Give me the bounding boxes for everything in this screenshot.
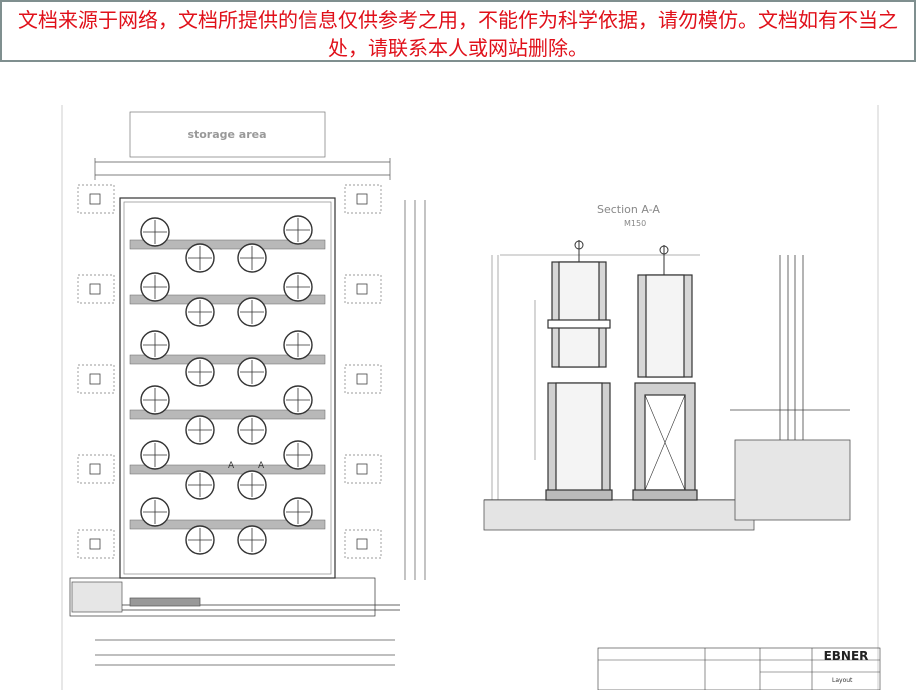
section-mark-right: A	[258, 461, 265, 471]
disclaimer-banner: 文档来源于网络，文档所提供的信息仅供参考之用，不能作为科学依据，请勿模仿。文档如…	[0, 0, 916, 62]
section-scale: M150	[624, 219, 646, 228]
title-block-drawing-name: Layout	[832, 677, 853, 684]
section-mark-left: A	[228, 461, 235, 471]
disclaimer-text: 文档来源于网络，文档所提供的信息仅供参考之用，不能作为科学依据，请勿模仿。文档如…	[18, 8, 898, 60]
storage-area-box	[129, 111, 326, 158]
layout-drawing: storage area A A Section A-A M150	[61, 105, 881, 691]
storage-area-label: storage area	[187, 128, 266, 141]
engineering-drawing-sheet: storage area A A Section A-A M150	[0, 62, 920, 691]
title-block-company: EBNER	[824, 649, 869, 663]
section-title: Section A-A	[597, 203, 660, 216]
